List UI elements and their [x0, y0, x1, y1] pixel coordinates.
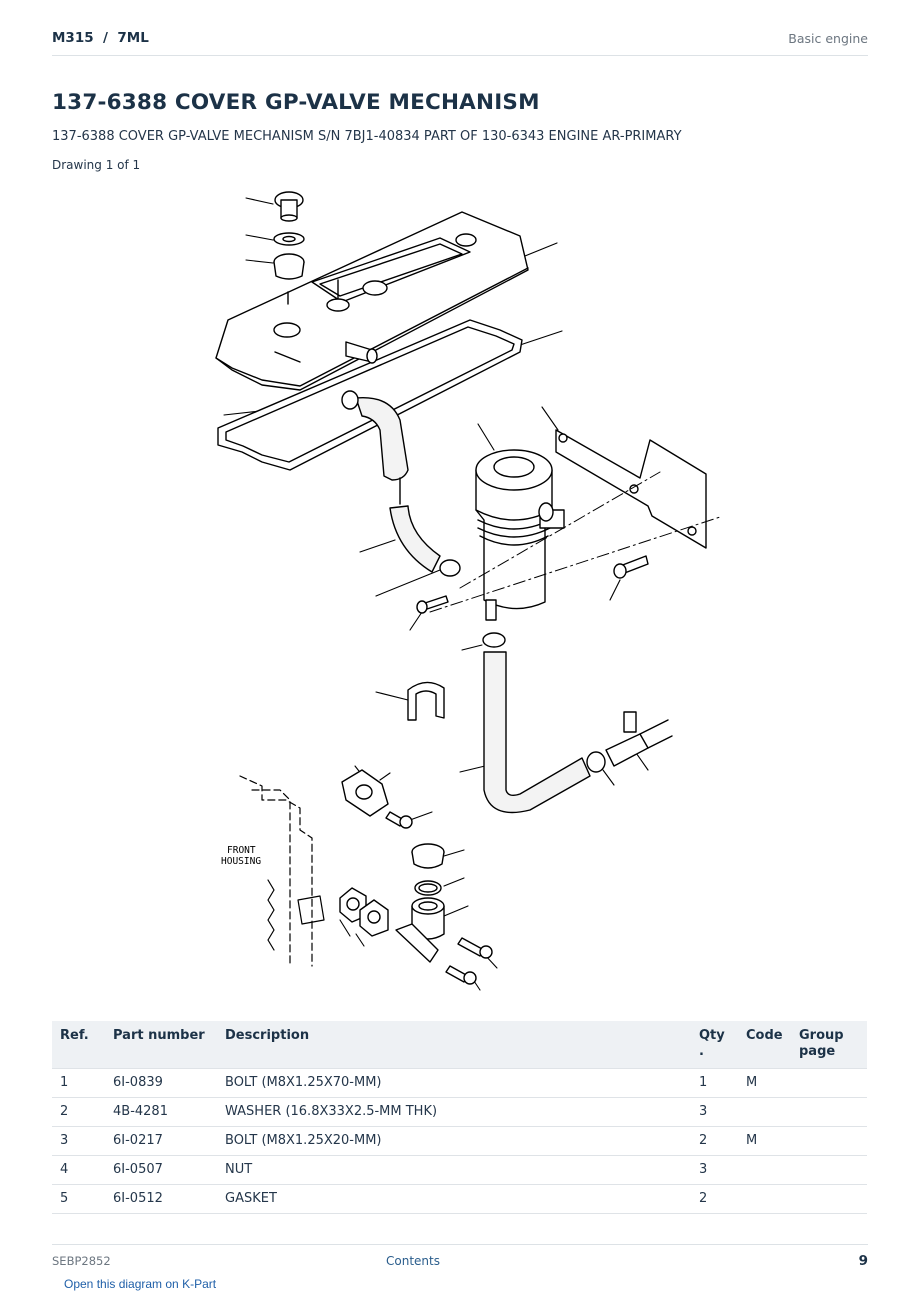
upper-flange	[341, 769, 389, 817]
parts-table-header-row: Ref. Part number Description Qty. Code G…	[52, 1021, 867, 1069]
hose-clip	[407, 681, 445, 721]
group-header-line2: page	[799, 1044, 836, 1059]
top-bolt	[274, 191, 304, 222]
breadcrumb: M315 / 7ML	[52, 30, 149, 46]
column-header-part-number: Part number	[105, 1021, 217, 1069]
section-name: Basic engine	[788, 31, 868, 46]
top-grommet	[273, 253, 305, 280]
document-id: SEBP2852	[52, 1254, 111, 1268]
upper-hose	[355, 396, 441, 573]
page-title: 137-6388 COVER GP-VALVE MECHANISM	[52, 90, 540, 115]
cell-part-number: 4B-4281	[105, 1097, 217, 1127]
cell-qty: 1	[691, 1068, 738, 1098]
breadcrumb-separator: /	[103, 30, 108, 46]
hose-clamp-side	[586, 751, 606, 773]
table-row: 2 4B-4281 WASHER (16.8X33X2.5-MM THK) 3	[52, 1097, 867, 1127]
cell-description: BOLT (M8X1.25X70-MM)	[217, 1068, 691, 1098]
small-bolt-upper	[385, 811, 413, 829]
cell-group-page	[791, 1097, 867, 1127]
cell-code	[738, 1097, 791, 1127]
cell-qty: 3	[691, 1155, 738, 1185]
cell-group-page	[791, 1126, 867, 1156]
column-header-qty: Qty.	[691, 1021, 738, 1069]
table-row: 1 6I-0839 BOLT (M8X1.25X70-MM) 1 M	[52, 1068, 867, 1098]
cell-code: M	[738, 1126, 791, 1156]
cell-ref: 1	[52, 1068, 105, 1098]
lower-flange-right	[359, 899, 389, 937]
qty-header-line1: Qty	[699, 1028, 725, 1043]
drawing-label: Drawing 1 of 1	[52, 158, 141, 172]
cell-description: BOLT (M8X1.25X20-MM)	[217, 1126, 691, 1156]
machine-code: 7ML	[117, 30, 149, 46]
cell-description: WASHER (16.8X33X2.5-MM THK)	[217, 1097, 691, 1127]
group-header-line1: Group	[799, 1028, 844, 1043]
cell-ref: 2	[52, 1097, 105, 1127]
table-row: 4 6I-0507 NUT 3	[52, 1155, 867, 1185]
front-housing-label-line2: HOUSING	[221, 856, 261, 867]
table-row: 3 6I-0217 BOLT (M8X1.25X20-MM) 2 M	[52, 1126, 867, 1156]
hose-clamp-lower	[482, 632, 506, 648]
qty-header-line2: .	[699, 1044, 704, 1059]
model-name: M315	[52, 30, 94, 46]
cell-ref: 5	[52, 1184, 105, 1214]
breather-canister	[475, 449, 565, 621]
hose-clamp-middle	[439, 559, 461, 577]
valve-cover	[215, 211, 529, 391]
cell-group-page	[791, 1155, 867, 1185]
cell-code	[738, 1155, 791, 1185]
cover-gasket	[217, 319, 523, 471]
cell-ref: 3	[52, 1126, 105, 1156]
cell-part-number: 6I-0512	[105, 1184, 217, 1214]
small-bolt-left	[416, 595, 449, 614]
filler-neck	[395, 897, 445, 963]
cell-code	[738, 1184, 791, 1214]
page-number: 9	[858, 1253, 868, 1269]
parts-diagram: FRONT HOUSING	[215, 191, 720, 991]
contents-link[interactable]: Contents	[386, 1254, 440, 1268]
column-header-description: Description	[217, 1021, 691, 1069]
cell-description: GASKET	[217, 1184, 691, 1214]
parts-table: Ref. Part number Description Qty. Code G…	[52, 1021, 867, 1214]
cell-part-number: 6I-0507	[105, 1155, 217, 1185]
cell-qty: 2	[691, 1126, 738, 1156]
lower-hose	[483, 651, 591, 814]
column-header-code: Code	[738, 1021, 791, 1069]
center-lines	[429, 471, 720, 613]
filler-bolt-right	[457, 937, 493, 959]
top-washer	[273, 232, 305, 246]
cell-part-number: 6I-0217	[105, 1126, 217, 1156]
hose-clamp-upper	[341, 390, 359, 410]
cell-code: M	[738, 1068, 791, 1098]
hose-fitting	[605, 711, 673, 767]
page-subtitle: 137-6388 COVER GP-VALVE MECHANISM S/N 7B…	[52, 129, 682, 144]
filler-bolt-lower	[445, 965, 477, 985]
cell-description: NUT	[217, 1155, 691, 1185]
cell-group-page	[791, 1068, 867, 1098]
page-footer: SEBP2852 Contents 9	[52, 1244, 868, 1275]
cell-qty: 3	[691, 1097, 738, 1127]
table-row: 5 6I-0512 GASKET 2	[52, 1184, 867, 1214]
front-housing-outline	[239, 775, 313, 967]
column-header-ref: Ref.	[52, 1021, 105, 1069]
small-bolt-right	[613, 555, 649, 579]
open-in-kpart-link[interactable]: Open this diagram on K-Part	[64, 1277, 217, 1291]
cell-ref: 4	[52, 1155, 105, 1185]
cell-group-page	[791, 1184, 867, 1214]
filler-cap	[411, 843, 445, 869]
cell-qty: 2	[691, 1184, 738, 1214]
front-housing-label-line1: FRONT	[227, 845, 256, 856]
page-header: M315 / 7ML Basic engine	[52, 28, 868, 56]
cell-part-number: 6I-0839	[105, 1068, 217, 1098]
